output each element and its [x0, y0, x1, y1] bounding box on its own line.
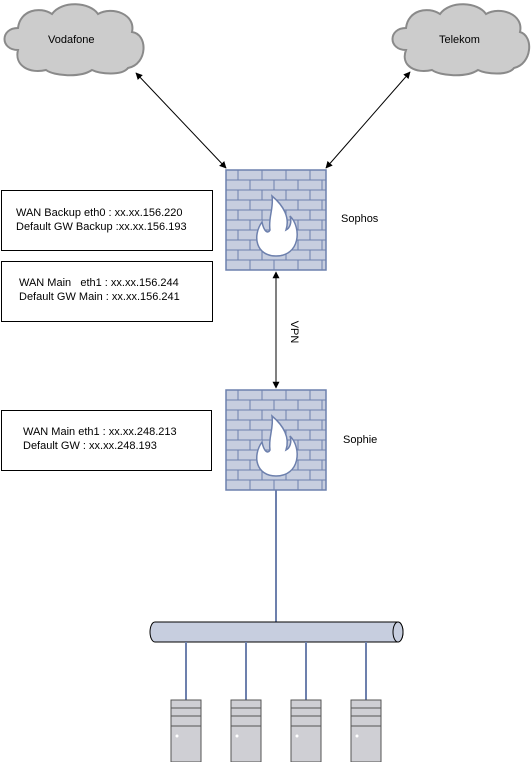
link-telekom-sophos [325, 71, 411, 169]
firewall-sophie-icon [225, 389, 327, 491]
firewall-label-sophie: Sophie [343, 434, 378, 446]
sophie-gw: Default GW : xx.xx.248.193 [23, 440, 157, 452]
info-box-sophie: WAN Main eth1 : xx.xx.248.213 Default GW… [1, 410, 212, 471]
cloud-vodafone-icon [3, 3, 145, 77]
server-1-icon [170, 699, 202, 762]
firewall-sophos-icon [225, 169, 327, 271]
cloud-label-telekom: Telekom [439, 34, 480, 46]
backup-gw: Default GW Backup :xx.xx.156.193 [16, 221, 187, 233]
info-box-backup: WAN Backup eth0 : xx.xx.156.220 Default … [1, 190, 213, 251]
main-wan: WAN Main eth1 : xx.xx.156.244 [19, 277, 179, 289]
network-bus-icon [149, 621, 404, 643]
firewall-label-sophos: Sophos [341, 213, 379, 225]
main-gw: Default GW Main : xx.xx.156.241 [19, 291, 180, 303]
link-vodafone-sophos [135, 72, 227, 169]
server-3-icon [290, 699, 322, 762]
sophie-wan: WAN Main eth1 : xx.xx.248.213 [23, 426, 177, 438]
cloud-telekom-icon [391, 3, 530, 77]
info-box-main: WAN Main eth1 : xx.xx.156.244 Default GW… [1, 261, 213, 322]
server-2-icon [230, 699, 262, 762]
vpn-label: VPN [288, 321, 300, 344]
backup-wan: WAN Backup eth0 : xx.xx.156.220 [16, 207, 183, 219]
server-4-icon [350, 699, 382, 762]
cloud-label-vodafone: Vodafone [48, 34, 95, 46]
